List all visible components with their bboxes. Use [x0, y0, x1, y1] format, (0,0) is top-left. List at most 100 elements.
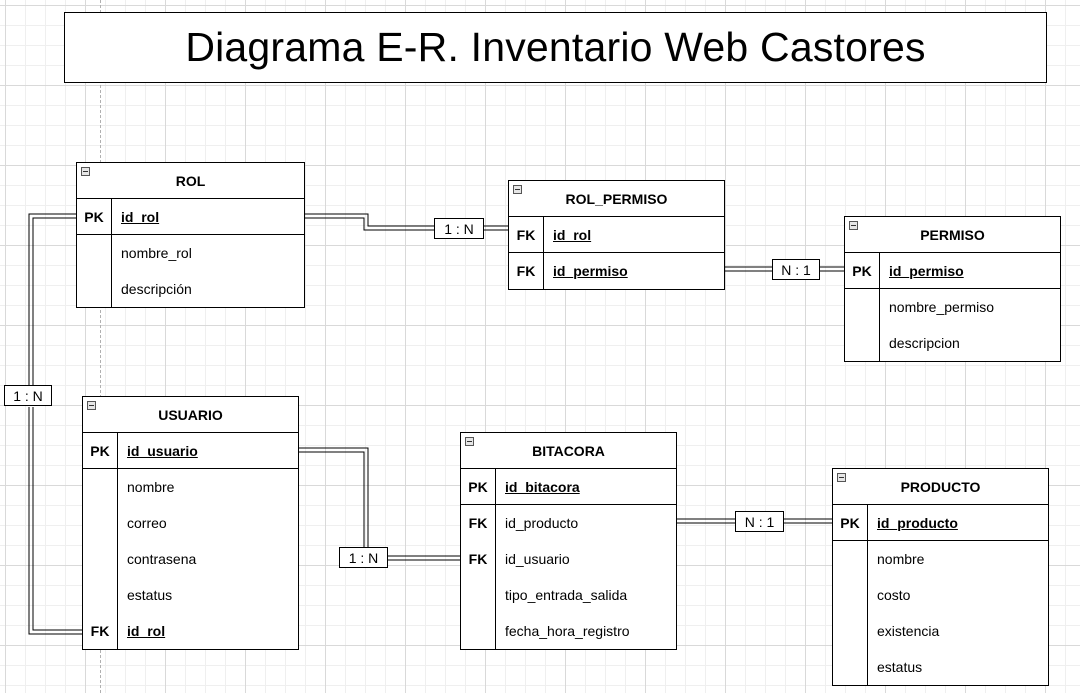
cardinality-rolpermiso-permiso[interactable]: N : 1 [772, 259, 820, 280]
collapse-icon[interactable] [81, 167, 90, 176]
entity-name: BITACORA [532, 442, 605, 459]
collapse-icon[interactable] [849, 221, 858, 230]
attribute-name: contrasena [127, 551, 197, 567]
entity-header: ROL [77, 163, 304, 199]
key-badge [833, 541, 868, 577]
key-badge: PK [83, 433, 118, 468]
entity-header: ROL_PERMISO [509, 181, 724, 217]
entity-row: estatus [833, 649, 1048, 685]
key-badge [77, 235, 112, 271]
entity-row: existencia [833, 613, 1048, 649]
attribute-name: estatus [127, 587, 173, 603]
attribute-name: id_bitacora [505, 478, 580, 495]
entity-name: PERMISO [920, 226, 985, 243]
key-badge [83, 505, 118, 541]
attribute-name: id_rol [553, 226, 592, 243]
key-badge [83, 541, 118, 577]
attribute-name: nombre_rol [121, 245, 192, 261]
diagram-title: Diagrama E-R. Inventario Web Castores [64, 12, 1047, 83]
entity-row: FK id_rol [83, 613, 298, 649]
key-badge: FK [461, 505, 496, 541]
entity-usuario[interactable]: USUARIO PK id_usuario nombre correo cont… [82, 396, 299, 650]
cardinality-rol-usuario[interactable]: 1 : N [4, 385, 52, 406]
connector-rol-usuario[interactable] [28, 213, 83, 635]
entity-name: ROL [175, 172, 206, 189]
attribute-name: id_rol [127, 623, 166, 639]
key-badge: PK [845, 253, 880, 288]
connector-bitacora-producto[interactable] [676, 518, 833, 524]
entity-row: PK id_usuario [83, 433, 298, 469]
attribute-name: nombre [877, 551, 925, 567]
key-badge [77, 271, 112, 307]
entity-rol-permiso[interactable]: ROL_PERMISO FK id_rol FK id_permiso [508, 180, 725, 290]
entity-row: costo [833, 577, 1048, 613]
entity-row: descripcion [845, 325, 1060, 361]
attribute-name: id_permiso [553, 263, 628, 279]
attribute-name: estatus [877, 659, 923, 675]
key-badge [83, 577, 118, 613]
key-badge [833, 577, 868, 613]
entity-row: FK id_usuario [461, 541, 676, 577]
key-badge: PK [461, 469, 496, 504]
entity-header: BITACORA [461, 433, 676, 469]
entity-row: FK id_permiso [509, 253, 724, 289]
entity-bitacora[interactable]: BITACORA PK id_bitacora FK id_producto F… [460, 432, 677, 650]
entity-row: nombre_rol [77, 235, 304, 271]
entity-row: PK id_bitacora [461, 469, 676, 505]
entity-header: PRODUCTO [833, 469, 1048, 505]
attribute-name: id_producto [877, 514, 958, 531]
entity-name: USUARIO [158, 406, 223, 423]
connector-rol-rolpermiso[interactable] [304, 213, 509, 231]
attribute-name: id_usuario [505, 551, 570, 567]
key-badge: FK [509, 253, 544, 289]
entity-row: PK id_producto [833, 505, 1048, 541]
entity-row: contrasena [83, 541, 298, 577]
attribute-name: tipo_entrada_salida [505, 587, 628, 603]
entity-header: USUARIO [83, 397, 298, 433]
collapse-icon[interactable] [87, 401, 96, 410]
key-badge: PK [77, 199, 112, 234]
key-badge [461, 577, 496, 613]
collapse-icon[interactable] [465, 437, 474, 446]
key-badge [461, 613, 496, 649]
connector-rolpermiso-permiso[interactable] [724, 266, 845, 272]
attribute-name: correo [127, 515, 167, 531]
attribute-name: nombre [127, 479, 175, 495]
cardinality-usuario-bitacora[interactable]: 1 : N [339, 547, 388, 568]
entity-rol[interactable]: ROL PK id_rol nombre_rol descripción [76, 162, 305, 308]
entity-permiso[interactable]: PERMISO PK id_permiso nombre_permiso des… [844, 216, 1061, 362]
key-badge [845, 325, 880, 361]
attribute-name: id_usuario [127, 442, 198, 459]
attribute-name: existencia [877, 623, 940, 639]
key-badge [845, 289, 880, 325]
cardinality-rol-rolpermiso[interactable]: 1 : N [434, 218, 484, 239]
attribute-name: descripción [121, 281, 192, 297]
entity-row: PK id_permiso [845, 253, 1060, 289]
key-badge [833, 613, 868, 649]
entity-producto[interactable]: PRODUCTO PK id_producto nombre costo exi… [832, 468, 1049, 686]
attribute-name: id_rol [121, 208, 160, 225]
cardinality-bitacora-producto[interactable]: N : 1 [735, 511, 784, 532]
page-guide-line [100, 0, 101, 693]
key-badge [833, 649, 868, 685]
entity-row: FK id_rol [509, 217, 724, 253]
entity-row: PK id_rol [77, 199, 304, 235]
attribute-name: fecha_hora_registro [505, 623, 630, 639]
key-badge: FK [461, 541, 496, 577]
entity-row: FK id_producto [461, 505, 676, 541]
entity-row: nombre [83, 469, 298, 505]
attribute-name: id_producto [505, 515, 579, 531]
collapse-icon[interactable] [513, 185, 522, 194]
entity-row: descripción [77, 271, 304, 307]
attribute-name: descripcion [889, 335, 960, 351]
collapse-icon[interactable] [837, 473, 846, 482]
attribute-name: nombre_permiso [889, 299, 995, 315]
entity-name: ROL_PERMISO [565, 190, 668, 207]
entity-header: PERMISO [845, 217, 1060, 253]
key-badge [83, 469, 118, 505]
connector-usuario-bitacora[interactable] [298, 447, 461, 561]
key-badge: FK [83, 613, 118, 649]
key-badge: PK [833, 505, 868, 540]
